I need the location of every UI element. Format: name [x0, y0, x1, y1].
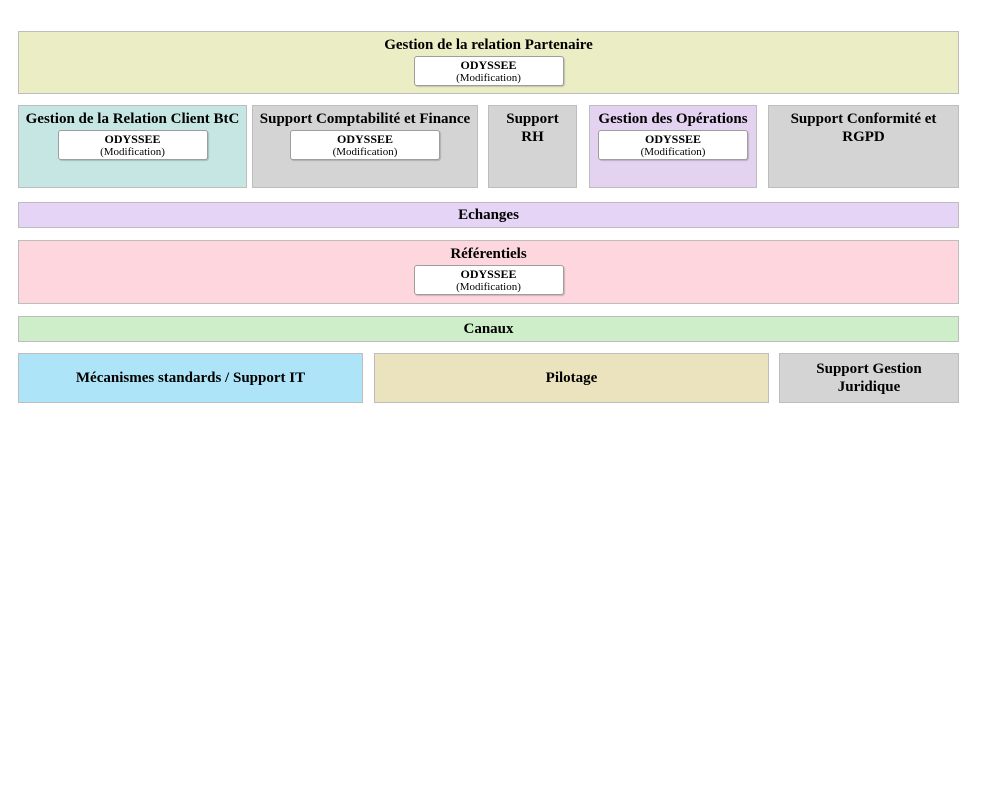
odyssee-app-box: ODYSSEE (Modification): [598, 130, 748, 160]
app-note: (Modification): [100, 145, 165, 158]
app-name: ODYSSEE: [336, 131, 394, 146]
app-note: (Modification): [456, 280, 521, 293]
odyssee-app-box: ODYSSEE (Modification): [290, 130, 440, 160]
app-name: ODYSSEE: [460, 57, 517, 72]
odyssee-app-box: ODYSSEE (Modification): [413, 56, 564, 86]
app-name: ODYSSEE: [644, 131, 702, 146]
block-support-conformite-rgpd: Support Conformité et RGPD: [768, 105, 959, 188]
app-note: (Modification): [640, 145, 706, 158]
block-title: Pilotage: [545, 370, 598, 386]
block-title: Canaux: [463, 321, 514, 337]
block-title: Référentiels: [450, 246, 527, 262]
block-title: Support Gestion Juridique: [816, 361, 922, 395]
block-title: Echanges: [458, 207, 519, 223]
block-support-gestion-juridique: Support Gestion Juridique: [779, 353, 959, 403]
odyssee-app-box: ODYSSEE (Modification): [413, 265, 564, 295]
block-mecanismes-standards-support-it: Mécanismes standards / Support IT: [18, 353, 363, 403]
block-title: Mécanismes standards / Support IT: [75, 370, 306, 386]
block-referentiels: Référentiels ODYSSEE (Modification): [18, 240, 959, 304]
block-gestion-des-operations: Gestion des Opérations ODYSSEE (Modifica…: [589, 105, 757, 188]
odyssee-app-box: ODYSSEE (Modification): [57, 130, 208, 160]
app-note: (Modification): [456, 71, 521, 84]
app-name: ODYSSEE: [104, 131, 161, 146]
block-title: Gestion de la Relation Client BtC: [25, 111, 240, 127]
block-support-rh: Support RH: [488, 105, 577, 188]
block-title: Gestion des Opérations: [598, 111, 748, 127]
block-title: Support Conformité et RGPD: [790, 111, 937, 145]
block-title: Gestion de la relation Partenaire: [384, 37, 593, 53]
block-pilotage: Pilotage: [374, 353, 769, 403]
block-support-comptabilite-finance: Support Comptabilité et Finance ODYSSEE …: [252, 105, 478, 188]
app-note: (Modification): [332, 145, 398, 158]
block-title: Support Comptabilité et Finance: [259, 111, 471, 127]
application-capability-map: Gestion de la relation Partenaire ODYSSE…: [18, 0, 959, 410]
block-title: Support RH: [506, 111, 559, 145]
block-gestion-relation-client-btc: Gestion de la Relation Client BtC ODYSSE…: [18, 105, 247, 188]
block-gestion-relation-partenaire: Gestion de la relation Partenaire ODYSSE…: [18, 31, 959, 94]
block-echanges: Echanges: [18, 202, 959, 228]
block-canaux: Canaux: [18, 316, 959, 342]
app-name: ODYSSEE: [460, 266, 517, 281]
